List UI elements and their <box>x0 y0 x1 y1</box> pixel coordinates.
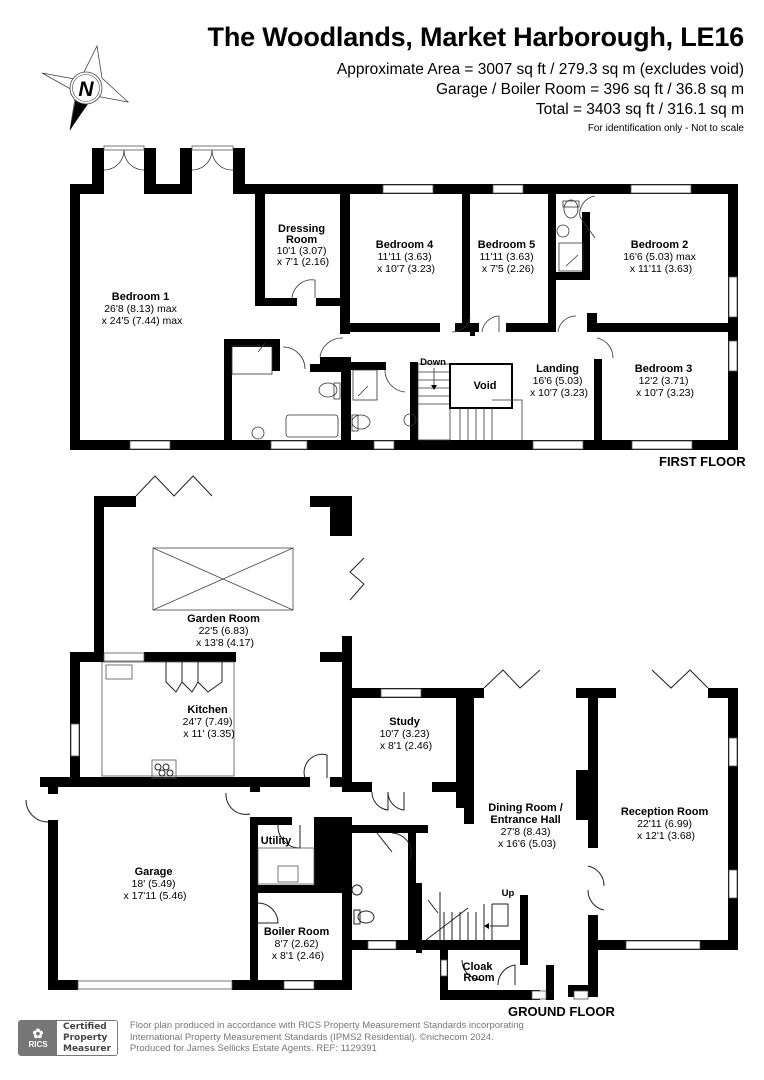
room-landing: Landing 16'6 (5.03) x 10'7 (3.23) <box>530 363 588 399</box>
svg-text:N: N <box>78 78 94 101</box>
compass-north-icon: N <box>41 44 130 131</box>
room-bedroom-2: Bedroom 2 16'6 (5.03) max x 11'11 (3.63) <box>623 239 699 275</box>
rics-logo: ✿ RICS <box>19 1021 57 1055</box>
area-line-total: Total = 3403 sq ft / 316.1 sq m <box>535 101 744 118</box>
ground-floor <box>40 496 738 1000</box>
ground-floor-windows <box>70 652 738 1000</box>
room-bedroom-4: Bedroom 4 11'11 (3.63) x 10'7 (3.23) <box>376 239 436 275</box>
area-summary: Approximate Area = 3007 sq ft / 279.3 sq… <box>337 60 744 120</box>
area-line-garage: Garage / Boiler Room = 396 sq ft / 36.8 … <box>435 81 744 98</box>
room-study: Study 10'7 (3.23) x 8'1 (2.46) <box>380 716 433 752</box>
footer-notice: Floor plan produced in accordance with R… <box>129 1020 524 1054</box>
stairs-up-label: Up <box>502 888 515 899</box>
ground-floor-label: GROUND FLOOR <box>508 1004 615 1019</box>
property-title: The Woodlands, Market Harborough, LE16 <box>207 22 745 52</box>
first-floor-label: FIRST FLOOR <box>659 454 746 469</box>
room-void: Void <box>473 380 496 392</box>
room-bedroom-3: Bedroom 3 12'2 (3.71) x 10'7 (3.23) <box>635 363 695 399</box>
room-dressing-room: Dressing Room 10'1 (3.07) x 7'1 (2.16) <box>277 223 330 268</box>
room-kitchen: Kitchen 24'7 (7.49) x 11' (3.35) <box>183 704 236 740</box>
disclaimer: For identification only - Not to scale <box>587 123 744 134</box>
rics-badge: ✿ RICS Certified Property Measurer <box>18 1020 118 1056</box>
rics-certified-text: Certified Property Measurer <box>57 1021 117 1055</box>
ground-floor-fixtures <box>25 475 709 986</box>
rics-lion-icon: ✿ <box>32 1026 44 1041</box>
room-garden-room: Garden Room 22'5 (6.83) x 13'8 (4.17) <box>187 613 263 649</box>
room-garage: Garage 18' (5.49) x 17'11 (5.46) <box>123 866 186 902</box>
room-bedroom-1: Bedroom 1 26'8 (8.13) max x 24'5 (7.44) … <box>102 291 184 327</box>
stairs-down-label: Down <box>420 357 446 368</box>
room-reception-room: Reception Room 22'11 (6.99) x 12'1 (3.68… <box>621 806 711 842</box>
footer: ✿ RICS Certified Property Measurer Floor… <box>18 1020 524 1056</box>
room-dining-entrance-hall: Dining Room / Entrance Hall 27'8 (8.43) … <box>488 802 565 850</box>
room-utility: Utility <box>261 835 292 847</box>
first-floor-fixtures <box>103 149 614 441</box>
room-bedroom-5: Bedroom 5 11'11 (3.63) x 7'5 (2.26) <box>478 239 538 275</box>
room-boiler-room: Boiler Room 8'7 (2.62) x 8'1 (2.46) <box>264 926 332 962</box>
first-floor-windows <box>103 145 738 450</box>
room-cloak-room: Cloak Room <box>463 961 496 984</box>
area-line-main: Approximate Area = 3007 sq ft / 279.3 sq… <box>336 61 744 78</box>
